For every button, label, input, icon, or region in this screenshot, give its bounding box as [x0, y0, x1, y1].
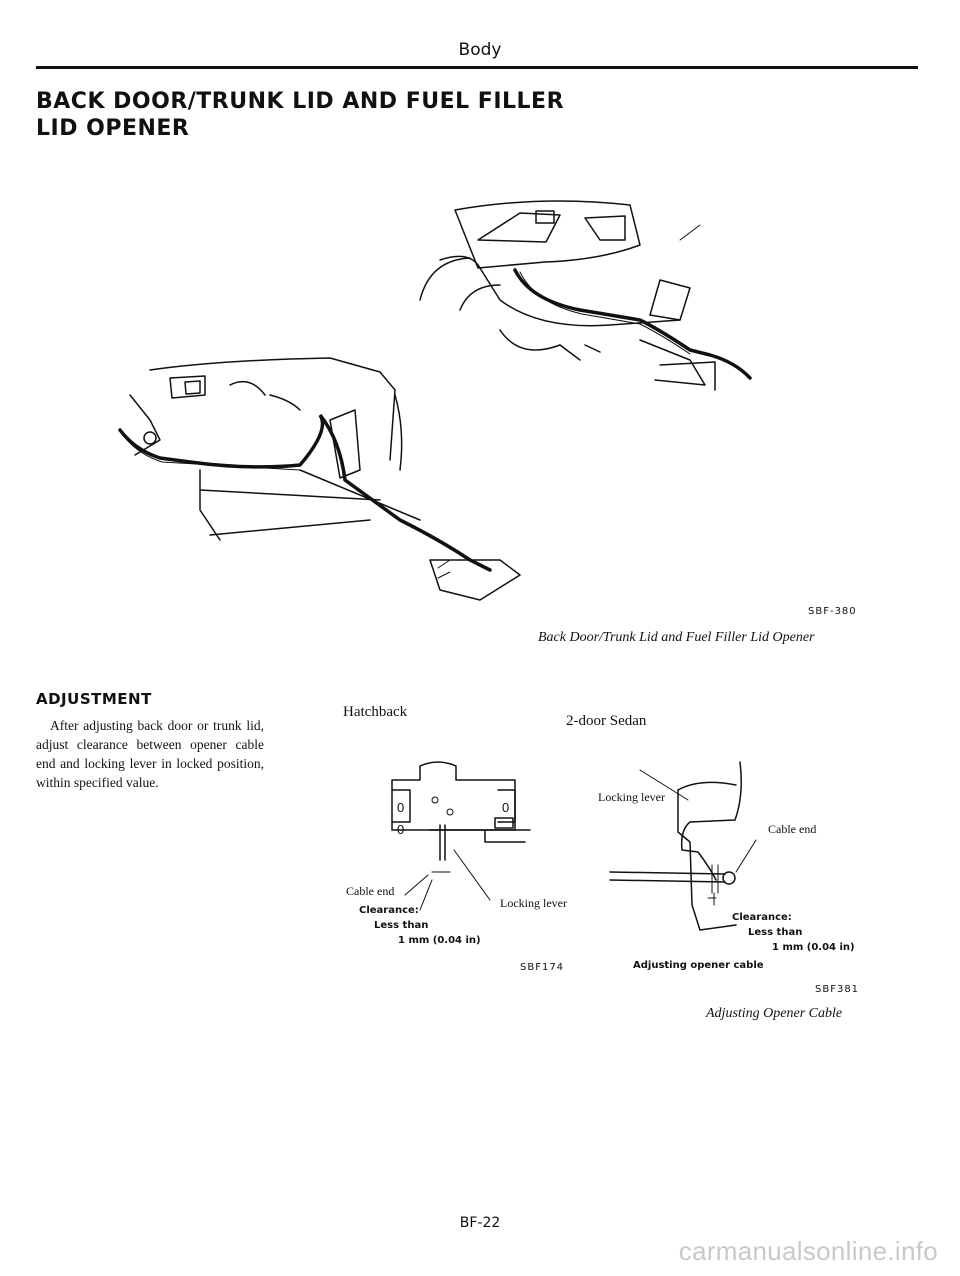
- section-header: Body: [458, 40, 502, 60]
- section-heading-adjustment: ADJUSTMENT: [36, 690, 152, 708]
- hatchback-rear-drawing: [419, 200, 752, 391]
- figure-code-sbf381: SBF381: [815, 984, 860, 995]
- page-title-line-2: LID OPENER: [36, 116, 190, 141]
- sedan-locking-lever-label: Locking lever: [598, 790, 665, 804]
- hatchback-less-than-label: Less than: [374, 920, 429, 931]
- page-title: BACK DOOR/TRUNK LID AND FUEL FILLER LID …: [36, 88, 564, 142]
- trunk-interior-drawing: [118, 357, 521, 601]
- sedan-adjusting-label: Adjusting opener cable: [633, 960, 764, 971]
- sedan-clearance-value: 1 mm (0.04 in): [772, 942, 855, 953]
- svg-text:0: 0: [502, 800, 509, 815]
- page-title-line-1: BACK DOOR/TRUNK LID AND FUEL FILLER: [36, 89, 565, 114]
- hatchback-clearance-label: Clearance:: [359, 905, 419, 916]
- svg-text:0: 0: [397, 800, 404, 815]
- header-rule: [36, 66, 918, 69]
- figure-code-sbf380: SBF-380: [808, 606, 857, 617]
- svg-text:0: 0: [397, 822, 404, 837]
- watermark: carmanualsonline.info: [678, 1236, 938, 1266]
- hatchback-heading: Hatchback: [343, 704, 408, 720]
- sedan-heading: 2-door Sedan: [566, 713, 647, 729]
- hatchback-clearance-value: 1 mm (0.04 in): [398, 935, 481, 946]
- page-number: BF-22: [459, 1215, 501, 1231]
- hatchback-cable-end-label: Cable end: [346, 884, 395, 898]
- sedan-cable-end-label: Cable end: [768, 822, 817, 836]
- adjustment-paragraph: After adjusting back door or trunk lid, …: [36, 718, 264, 790]
- sedan-clearance-label: Clearance:: [732, 912, 792, 923]
- figure-caption-opener: Back Door/Trunk Lid and Fuel Filler Lid …: [538, 630, 815, 645]
- sedan-less-than-label: Less than: [748, 927, 803, 938]
- hatchback-locking-lever-label: Locking lever: [500, 896, 567, 910]
- figure-caption-adjusting: Adjusting Opener Cable: [706, 1006, 843, 1021]
- figure-code-sbf174: SBF174: [520, 962, 565, 973]
